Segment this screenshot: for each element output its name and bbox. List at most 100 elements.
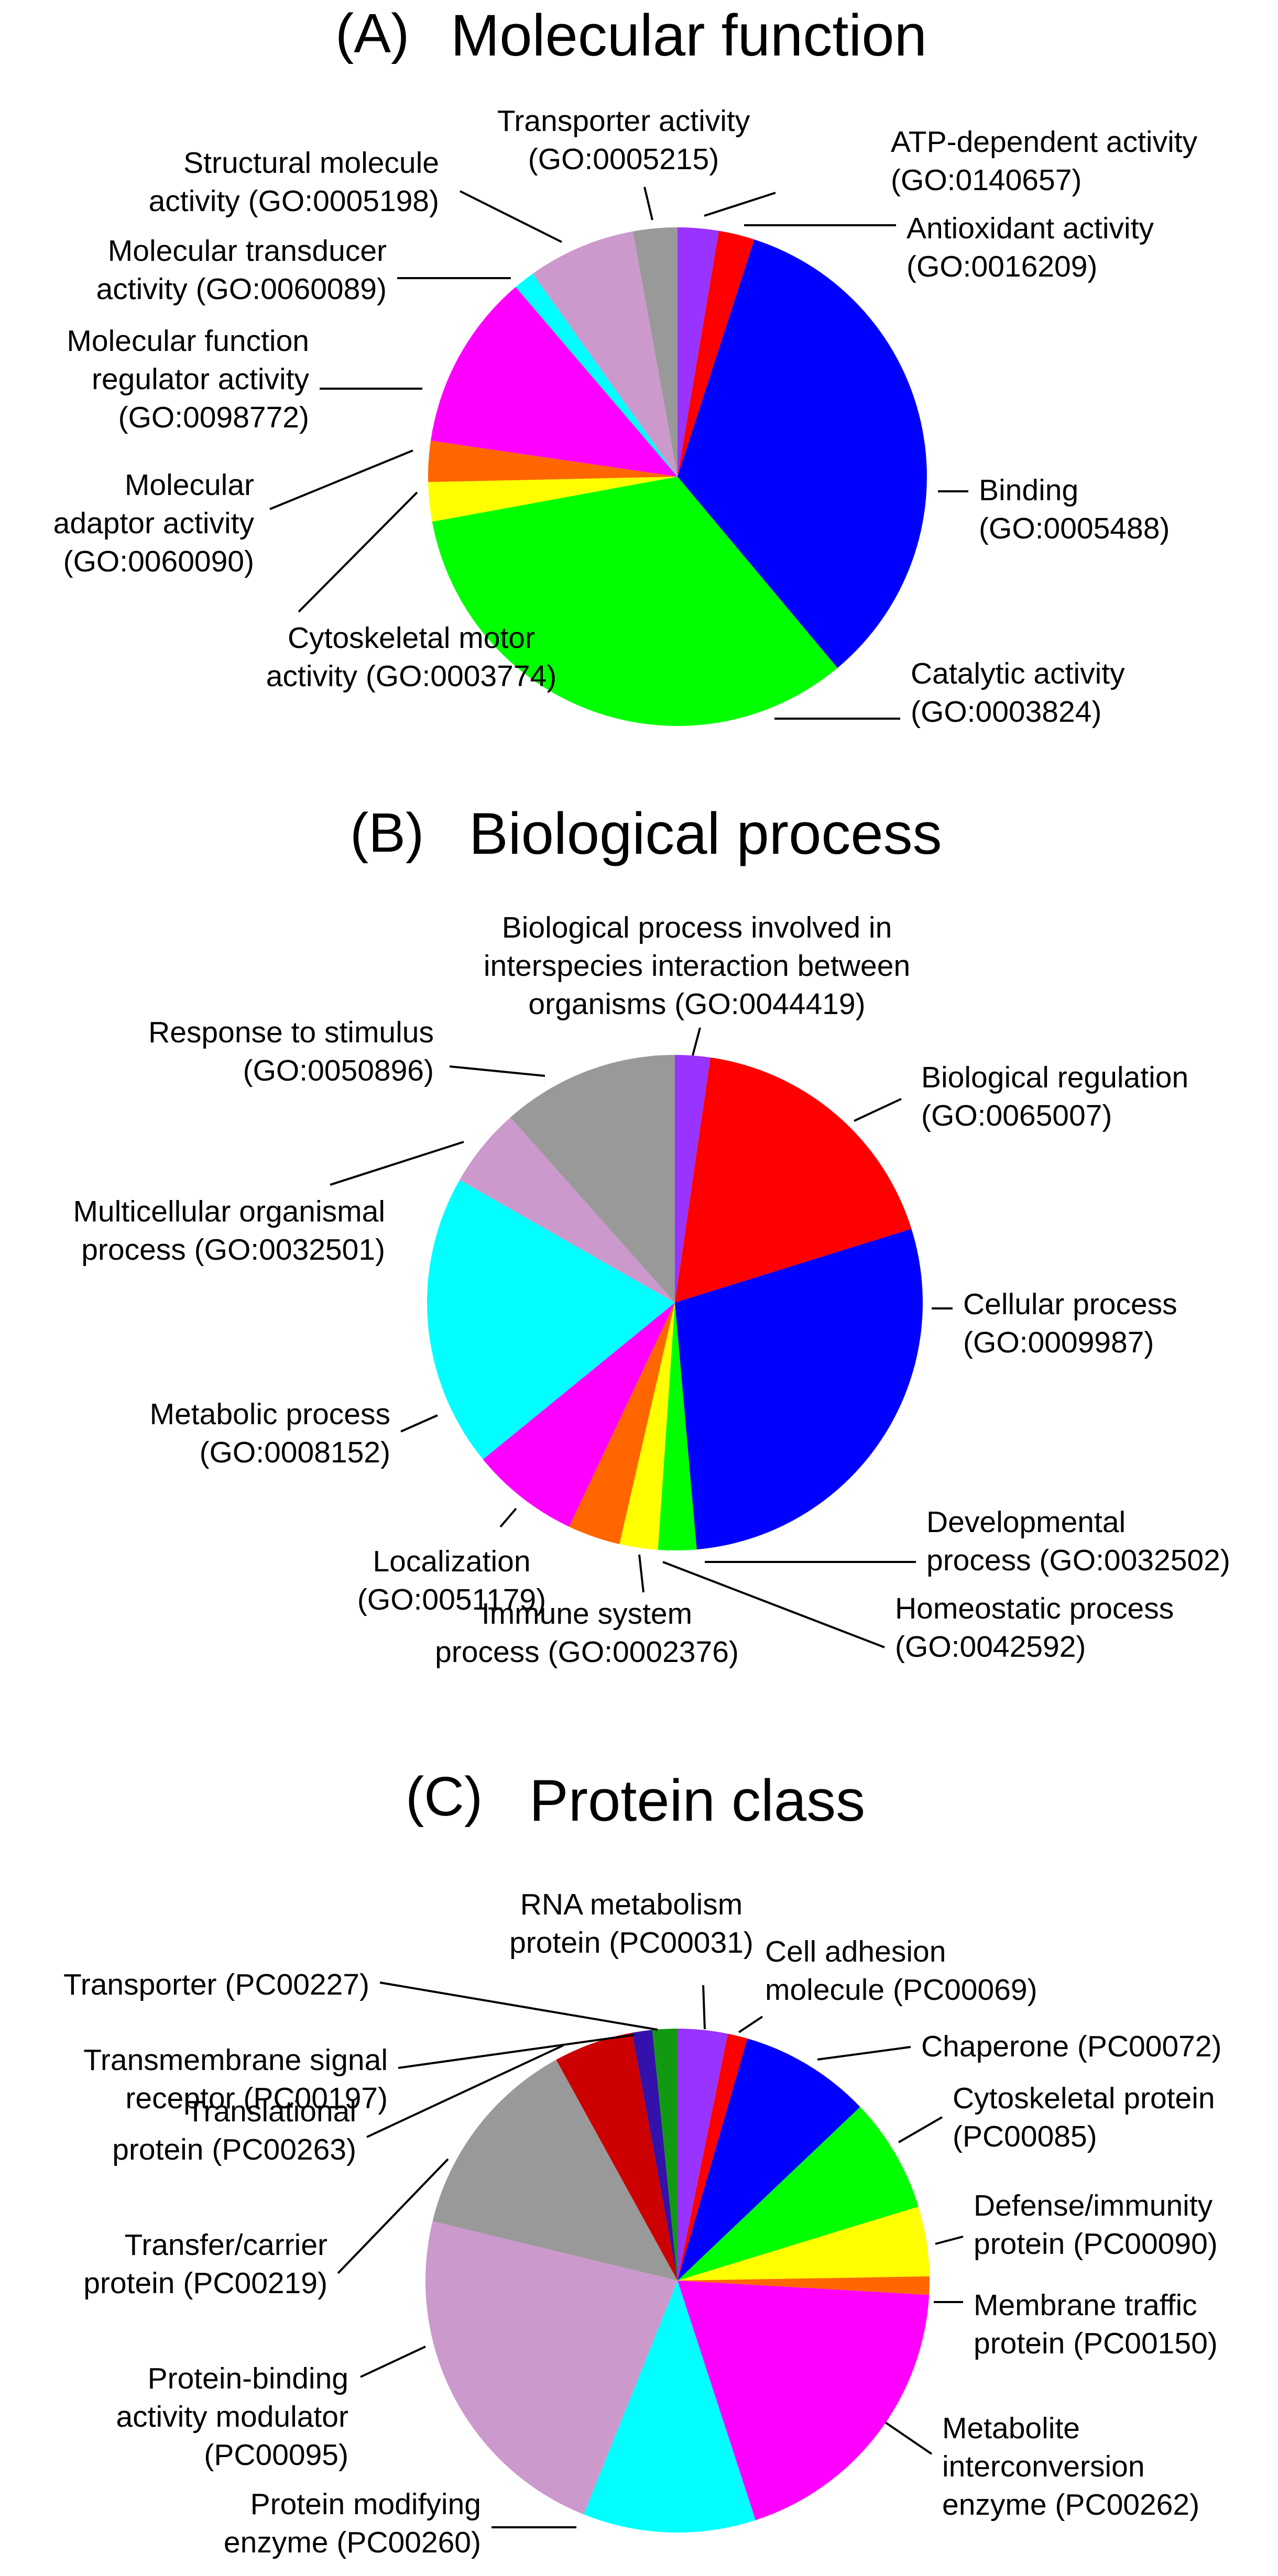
slice-label-line: Defense/immunity	[974, 2189, 1213, 2222]
slice-label-line: Binding	[979, 474, 1078, 507]
leader-line	[337, 2158, 449, 2274]
pie-slice	[678, 2029, 728, 2281]
slice-label-line: protein (PC00219)	[83, 2266, 327, 2300]
slice-label-line: (GO:0060090)	[63, 545, 254, 578]
slice-label: Immune system process (GO:0002376)	[435, 1597, 739, 1669]
pie-slice	[427, 1180, 675, 1460]
pie-slice	[678, 239, 927, 668]
pie-slice	[428, 441, 678, 482]
pie-slice	[432, 2060, 678, 2281]
slice-label-line: Molecular transducer	[108, 234, 387, 268]
pie-slice	[632, 2030, 678, 2281]
slice-label-line: (GO:0140657)	[891, 163, 1082, 197]
slice-label-line: Metabolite	[942, 2412, 1080, 2445]
slice-label-line: Cytoskeletal motor	[288, 621, 535, 655]
pie-slice	[432, 477, 838, 726]
slice-label: Transfer/carrier protein (PC00219)	[83, 2228, 327, 2300]
leader-line	[692, 1027, 701, 1056]
leader-line	[817, 2046, 911, 2061]
leader-line	[460, 190, 562, 243]
slice-label: Cytoskeletal motor activity (GO:0003774)	[266, 621, 556, 693]
slice-label-line: process (GO:0032502)	[926, 1544, 1230, 1577]
pie-slice	[678, 230, 755, 477]
pie-slice	[532, 231, 678, 477]
pie-slice	[678, 2033, 748, 2281]
slice-label-line: Molecular	[125, 468, 254, 502]
slice-label-line: Immune system	[482, 1597, 692, 1631]
slice-label-line: Chaperone (PC00072)	[921, 2030, 1222, 2063]
slice-label: Defense/immunity protein (PC00090)	[974, 2189, 1218, 2261]
slice-label-line: activity (GO:0060089)	[96, 272, 387, 306]
leader-line	[738, 2016, 763, 2033]
slice-label-line: process (GO:0002376)	[435, 1635, 739, 1669]
leader-line	[704, 192, 776, 217]
leader-line	[330, 1141, 464, 1186]
leader-line	[935, 2236, 964, 2245]
slice-label-line: activity (GO:0005198)	[149, 184, 439, 218]
pie-slice	[428, 477, 678, 522]
pie-slice	[675, 1055, 711, 1303]
slice-label-line: (GO:0008152)	[200, 1436, 390, 1469]
slice-label-line: receptor (PC00197)	[125, 2082, 388, 2115]
slice-label-line: interconversion	[942, 2450, 1145, 2483]
slice-label-line: enzyme (PC00262)	[942, 2488, 1199, 2522]
slice-label-line: activity modulator	[116, 2400, 348, 2434]
slice-label-line: (PC00085)	[953, 2120, 1097, 2153]
slice-label: Protein modifying enzyme (PC00260)	[224, 2487, 481, 2559]
slice-label-line: molecule (PC00069)	[765, 1973, 1037, 2007]
slice-label-line: activity (GO:0003774)	[266, 659, 556, 693]
leader-line	[884, 2421, 933, 2455]
pie-slice	[678, 2281, 930, 2520]
slice-label-line: protein (PC00090)	[974, 2227, 1218, 2261]
panel-a-title: Molecular function	[451, 3, 927, 68]
slice-label-line: (GO:0098772)	[118, 401, 309, 434]
leader-line	[702, 1985, 706, 2030]
slice-label-line: Protein modifying	[250, 2487, 481, 2521]
slice-label-line: protein (PC00263)	[112, 2133, 356, 2166]
slice-label-line: enzyme (PC00260)	[224, 2526, 481, 2559]
leader-line	[662, 1561, 885, 1648]
slice-label: Translational protein (PC00263)	[112, 2095, 356, 2166]
slice-label-line: (GO:0042592)	[895, 1630, 1086, 1664]
slice-label: Binding(GO:0005488)	[979, 474, 1170, 545]
slice-label-line: interspecies interaction between	[484, 949, 910, 983]
pie-slice	[569, 1303, 675, 1544]
slice-label: Homeostatic process(GO:0042592)	[895, 1592, 1174, 1664]
slice-label-line: Antioxidant activity	[906, 212, 1154, 245]
slice-label: Cellular process(GO:0009987)	[963, 1287, 1177, 1359]
slice-label-line: Molecular function	[67, 324, 309, 358]
pie-slice	[583, 2281, 756, 2533]
slice-label-line: Transfer/carrier	[125, 2228, 327, 2262]
pie-slice	[675, 1057, 912, 1303]
pie-slice	[652, 2029, 678, 2281]
slice-label-line: Translational	[187, 2095, 356, 2128]
leader-line	[643, 186, 653, 221]
slice-label: Transporter activity(GO:0005215)	[497, 104, 750, 176]
panel-a: (A) Molecular function ATP-dependent act…	[53, 3, 1198, 729]
slice-label-line: organisms (GO:0044419)	[528, 987, 865, 1021]
slice-label-line: Cell adhesion	[765, 1935, 946, 1968]
pie-slice	[678, 2276, 930, 2295]
slice-label: Localization(GO:0051179)	[357, 1545, 546, 1616]
leader-line	[400, 1414, 438, 1433]
leader-line	[898, 2116, 943, 2143]
slice-label-line: protein (PC00150)	[974, 2327, 1218, 2360]
pie-slice	[556, 2032, 678, 2281]
pie-slice	[431, 287, 678, 477]
panel-b-title: Biological process	[469, 801, 942, 866]
slice-label-line: Transporter activity	[497, 104, 750, 138]
slice-label-line: Catalytic activity	[911, 657, 1125, 690]
slice-label-line: (GO:0065007)	[921, 1099, 1112, 1132]
slice-label: Molecular function regulator activity (GO:…	[67, 324, 309, 434]
slice-label: Cytoskeletal protein(PC00085)	[953, 2082, 1215, 2153]
slice-label-line: Protein-binding	[148, 2362, 348, 2395]
slice-label-line: (GO:0050896)	[243, 1054, 434, 1087]
slice-label-line: RNA metabolism	[520, 1888, 742, 1921]
slice-label-line: regulator activity	[92, 362, 310, 396]
